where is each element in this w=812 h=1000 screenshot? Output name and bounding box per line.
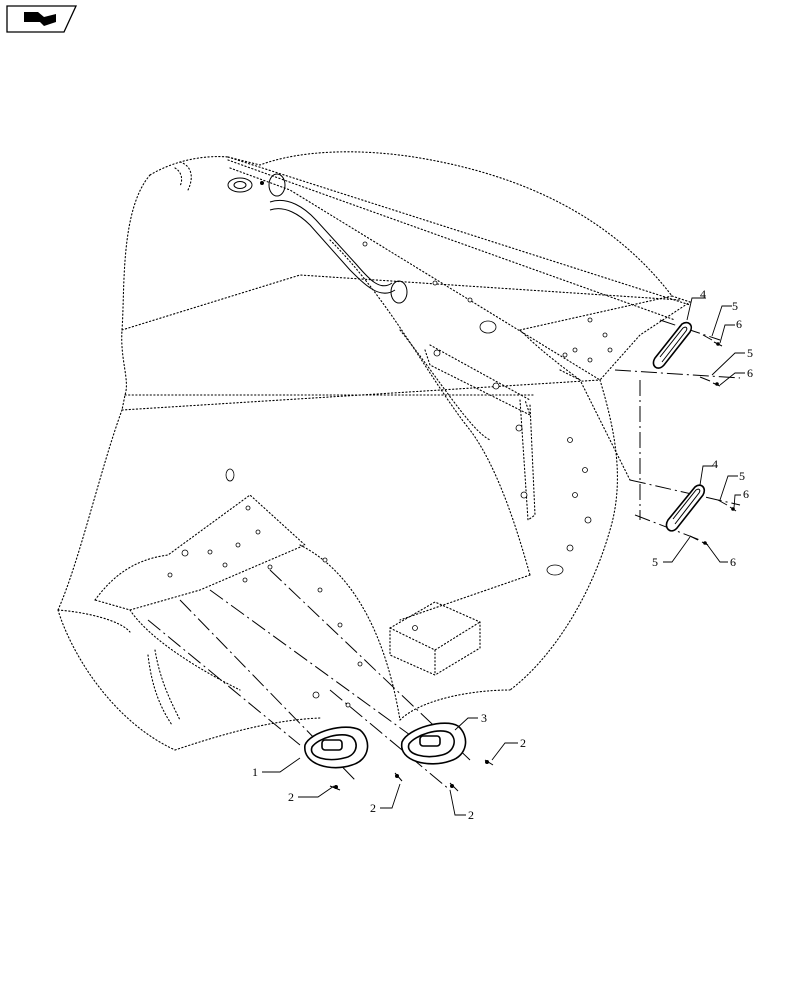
- callout-nut-upper-a[interactable]: 6: [736, 317, 742, 331]
- callout-screw-b[interactable]: 2: [370, 801, 376, 815]
- callout-screw-c[interactable]: 2: [468, 808, 474, 822]
- callout-washer-lower-a[interactable]: 5: [739, 469, 745, 483]
- mounting-holes: [167, 241, 613, 708]
- callout-washer-upper-b[interactable]: 5: [747, 346, 753, 360]
- leader-lines: [262, 297, 745, 816]
- callout-washer-lower-b[interactable]: 5: [652, 555, 658, 569]
- callout-screw-a[interactable]: 2: [288, 790, 294, 804]
- machine-body-outline: [57, 151, 692, 751]
- washers-and-nuts: [689, 334, 737, 546]
- callout-reflector-lower[interactable]: 4: [712, 457, 718, 471]
- callout-nut-upper-b[interactable]: 6: [747, 366, 753, 380]
- reflector-upper: [652, 321, 693, 369]
- callout-lamp-right[interactable]: 3: [481, 711, 487, 725]
- lamp-right: [401, 722, 467, 765]
- hose-assembly: [227, 173, 408, 304]
- reflector-lower: [665, 484, 706, 532]
- callout-nut-lower-a[interactable]: 6: [743, 487, 749, 501]
- callout-nut-lower-b[interactable]: 6: [730, 555, 736, 569]
- callout-reflector-upper[interactable]: 4: [700, 287, 706, 301]
- lamp-left: [304, 726, 369, 769]
- callout-labels: 1 2 2 2 2 3 4 5 6 5 6 4 5 6 5 6: [252, 287, 753, 822]
- page-navigation-icon[interactable]: [6, 5, 78, 33]
- screws: [329, 759, 494, 792]
- callout-lamp-left[interactable]: 1: [252, 765, 258, 779]
- callout-washer-upper-a[interactable]: 5: [732, 299, 738, 313]
- callout-screw-d[interactable]: 2: [520, 736, 526, 750]
